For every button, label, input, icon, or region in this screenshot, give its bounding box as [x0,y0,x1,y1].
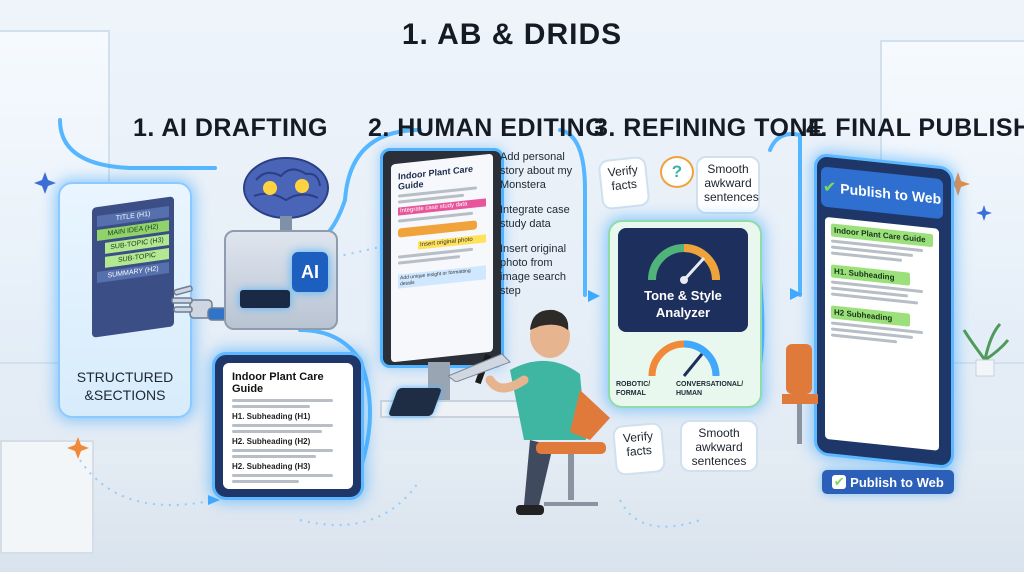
flow-line-3 [558,128,587,297]
structured-caption-line2: &SECTIONS [84,387,166,403]
tone-gauge-icon [648,244,720,284]
draft-doc-heading-3: H2. Subheading (H3) [232,462,311,471]
sparkle-icon [34,172,56,194]
sparkle-icon [976,205,992,221]
structured-caption: STRUCTURED &SECTIONS [60,368,190,404]
brain-icon [243,157,329,230]
arrow-right-icon [790,288,802,300]
publish-document: Indoor Plant Care Guide H1. Subheading H… [825,216,939,451]
structured-caption-line1: STRUCTURED [76,369,174,385]
bubble-smooth-sentences: Smooth awkward sentences [696,156,760,214]
flow-line-4 [768,132,802,297]
draft-doc-heading-1: H1. Subheading (H1) [232,412,311,421]
publish-banner: ✔ Publish to Web [821,166,943,220]
step-heading-refining-tone: 3. REFINING TONE [594,114,826,142]
sparkle-icon [67,437,89,459]
step-heading-ai-drafting: 1. AI DRAFTING [133,114,328,142]
step-heading-final-publish: 4. FINAL PUBLISH [806,114,1024,142]
check-icon: ✔ [832,474,847,489]
plant-icon [962,322,1010,377]
page-title: 1. AB & DRIDS [401,18,623,51]
keyboard [446,353,511,382]
lower-bubble-smooth-sentences: Smooth awkward sentences [680,420,758,472]
step-heading-human-editing: 2. HUMAN EDITING [368,114,606,142]
question-icon: ? [660,156,694,188]
structured-sections-card: TITLE (H1) MAIN IDEA (H2) SUB-TOPIC (H3)… [58,182,192,418]
publish-tablet: ✔ Publish to Web Indoor Plant Care Guide… [814,152,954,470]
lower-bubble-verify-facts: Verify facts [611,421,667,477]
edit-note-case-study: Integrate case study data [500,204,570,230]
check-icon: ✔ [822,178,837,197]
publish-button-label: Publish to Web [850,474,944,490]
tone-analyzer-panel: Tone & Style Analyzer [618,228,748,332]
tone-analyzer-card: Tone & Style Analyzer ROBOTIC/ FORMAL CO… [608,220,762,408]
arrow-right-icon [588,290,600,302]
machine-screen: AI [292,252,328,292]
ai-badge: AI [301,261,319,282]
machine-slot [240,290,290,308]
analyzer-title-line1: Tone & Style [644,288,722,303]
draft-document-card: Indoor Plant Care Guide H1. Subheading (… [212,352,364,500]
sparkle-icon [946,172,970,196]
draft-doc-heading-2: H2. Subheading (H2) [232,437,311,446]
sparkle-trail-4 [619,499,701,528]
edit-note-personal-story: Add personal story about my Monstera [500,151,573,191]
draft-document: Indoor Plant Care Guide H1. Subheading (… [223,363,353,489]
tone-label-robotic: ROBOTIC/ FORMAL [616,381,651,397]
flow-line-1 [58,118,217,170]
publish-banner-label: Publish to Web [840,180,942,208]
monitor-highlight-2: Insert original photo [418,234,486,250]
sparkle-trail-2 [79,459,216,506]
monitor-footer-note: Add unique insight or formatting details [398,265,486,289]
publish-to-web-button[interactable]: ✔ Publish to Web [822,470,954,494]
arrow-right-icon [208,495,220,505]
monitor-highlight-bar [398,220,478,238]
draft-doc-title: Indoor Plant Care Guide [232,371,324,395]
tone-label-conversational: CONVERSATIONAL/ HUMAN [676,381,744,397]
ai-machine: AI [220,210,340,330]
bubble-verify-facts: Verify facts [597,155,651,211]
background-desk-left [0,440,94,554]
sparkle-trail-3 [299,479,421,526]
chair-orange [782,344,818,444]
tone-meter-icon [648,340,720,377]
analyzer-title-line2: Analyzer [655,305,711,320]
edit-note-original-photo: Insert original photo from image search … [500,243,567,297]
person-illustration [475,309,610,515]
